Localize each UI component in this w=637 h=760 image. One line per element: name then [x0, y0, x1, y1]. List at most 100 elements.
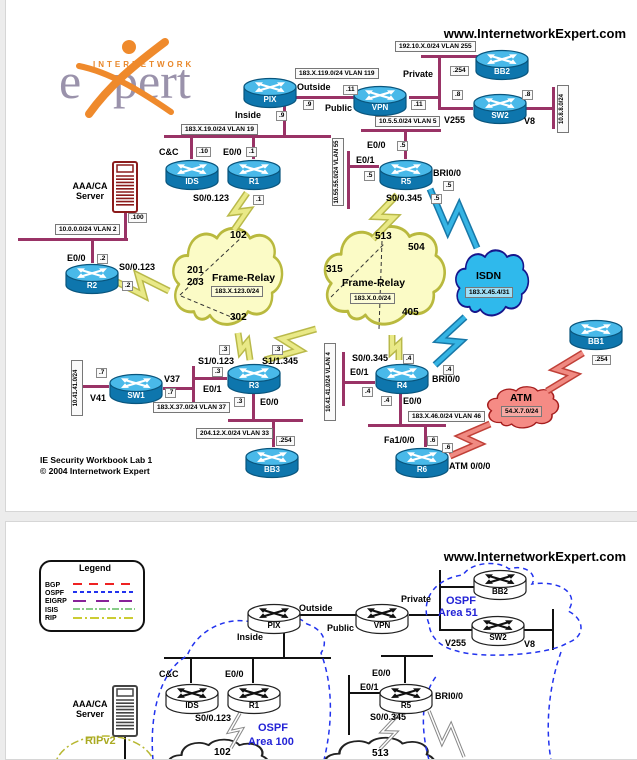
cloud-subnet: 54.X.7.0/24 [501, 406, 543, 417]
device-label: SW1 [127, 391, 145, 400]
dlci-label: 315 [326, 264, 343, 275]
dlci-label: 102 [230, 230, 247, 241]
workbook-footer: IE Security Workbook Lab 1 © 2004 Intern… [40, 455, 152, 477]
cloud-name: ISDN [476, 270, 502, 282]
aaa-ca-server-icon-bw [112, 685, 138, 737]
device-label: R1 [248, 701, 260, 710]
isdn-bolt-r4 [431, 314, 469, 368]
vlan2-bus [18, 238, 128, 241]
iface-label: E0/0 [223, 147, 242, 157]
subnet-label-vertical: 10.8.8.0/24 [557, 85, 569, 133]
serial-bolt-r1 [225, 712, 246, 749]
ip-box: .9 [276, 111, 288, 121]
ip-box: .2 [97, 254, 109, 264]
ip-box: .9 [303, 100, 315, 110]
legend-label: RIP [45, 615, 57, 622]
cloud-name: Frame-Relay [212, 272, 276, 284]
device-label: R5 [400, 701, 412, 710]
router-vpn: VPN [353, 84, 407, 118]
device-label: PIX [267, 621, 281, 630]
legend-line-eigrp [73, 600, 135, 602]
r6-stub [424, 424, 427, 447]
vlan46-bus [368, 424, 446, 427]
ip-box: .11 [411, 100, 426, 110]
device-label: R3 [248, 381, 260, 390]
ip-box: .1 [253, 195, 265, 205]
legend-line-isis [73, 608, 135, 610]
router-icon [355, 603, 409, 635]
aaa-ca-server-label: AAA/CA Server [72, 181, 108, 201]
iface-label: BRI0/0 [432, 374, 461, 384]
iface-label: ATM 0/0/0 [449, 461, 491, 471]
iface-label: E0/1 [356, 155, 375, 165]
ripv2-boundary [56, 735, 154, 759]
router-icon [395, 447, 449, 479]
server-stub [124, 212, 127, 238]
aaa-ca-server-icon [112, 161, 138, 213]
device-label: R1 [248, 177, 260, 186]
router-r6: R6 [395, 446, 449, 480]
iface-label: BRI0/0 [435, 691, 464, 701]
pix-inside-stub [283, 630, 285, 658]
ospf-area-label: OSPF [258, 722, 288, 734]
subnet-label: 183.X.37.0/24 VLAN 37 [153, 402, 231, 413]
frame-relay-cloud-123 [172, 226, 284, 326]
vpn-private-link [409, 96, 439, 99]
device-label: BB2 [493, 67, 510, 76]
router-r4: R4 [375, 362, 429, 396]
iface-label: Outside [299, 603, 333, 613]
device-label: BB2 [491, 587, 508, 596]
iface-label: Fa1/0/0 [384, 435, 415, 445]
logo-swoosh-icon [76, 38, 174, 118]
iface-label: E0/1 [350, 367, 369, 377]
pvc-dlci-315 [330, 243, 385, 298]
device-label: VPN [371, 103, 389, 112]
router-icon [245, 447, 299, 479]
r5-e01-link [348, 692, 380, 694]
router-icon [353, 85, 407, 117]
ip-box: .254 [592, 355, 611, 365]
iface-label: S0/0.345 [370, 712, 407, 722]
workbook-copyright: © 2004 Internetwork Expert [40, 466, 150, 476]
site-url: www.InternetworkExpert.com [443, 549, 626, 564]
cloud-subnet: 183.X.45.4/31 [465, 287, 514, 298]
isdn-cloud [455, 249, 530, 317]
legend-label: ISIS [45, 607, 59, 614]
router-r3: R3 [227, 362, 281, 396]
iface-label: Outside [297, 82, 331, 92]
router-bb3: BB3 [245, 446, 299, 480]
atm-bolt-bb1 [545, 350, 585, 394]
ip-box: .8 [522, 90, 534, 100]
site-url: www.InternetworkExpert.com [443, 26, 626, 41]
dlci-label: 203 [187, 277, 204, 288]
iface-label: E0/0 [372, 668, 391, 678]
ip-box: .8 [452, 90, 464, 100]
vlan5-bus [361, 129, 441, 132]
vlan33-bus [228, 419, 303, 422]
ospf-boundary-r5-right [547, 651, 562, 759]
serial-bolt-fr2-r4 [388, 334, 403, 361]
legend-line-bgp [73, 583, 135, 585]
iface-label: Inside [235, 110, 262, 120]
serial-bolt-fr2-r3 [264, 325, 317, 364]
vlan255-bus [421, 55, 499, 58]
aaa-ca-server-label: AAA/CA Server [72, 699, 108, 719]
ip-box: .5 [397, 141, 409, 151]
iface-label: E0/0 [403, 396, 422, 406]
router-icon [109, 373, 163, 405]
iface-label: C&C [159, 147, 179, 157]
r3-e00-stub [252, 394, 255, 419]
ip-box: .10 [196, 147, 212, 157]
router-icon [165, 159, 219, 191]
legend-box [39, 560, 145, 632]
router-icon [569, 319, 623, 351]
router-bb2-bw: BB2 [473, 568, 527, 602]
subnet-label: 183.X.46.0/24 VLAN 46 [408, 411, 486, 422]
iface-label: S0/0.123 [193, 193, 230, 203]
router-r5: R5 [379, 158, 433, 192]
device-label: R5 [400, 177, 412, 186]
router-pix-bw: PIX [247, 602, 301, 636]
ip-box: .100 [128, 213, 147, 223]
logo-e: e [59, 53, 82, 109]
